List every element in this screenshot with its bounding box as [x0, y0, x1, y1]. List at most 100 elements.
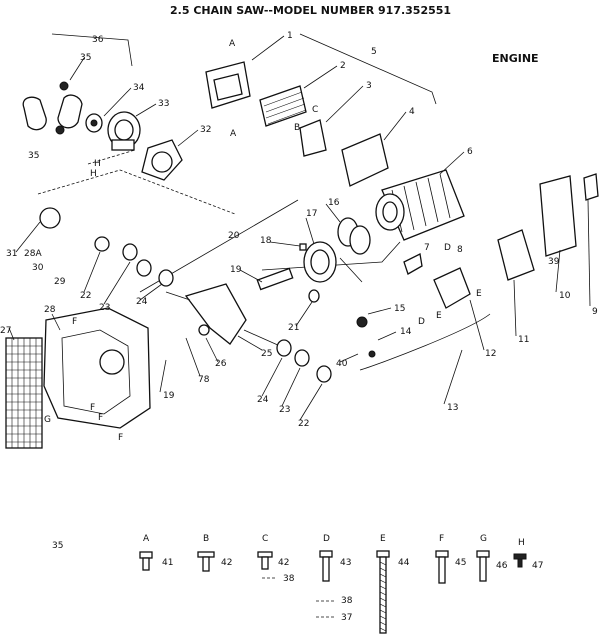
- callout-19a: 19: [230, 265, 242, 275]
- hw-a-number: 41: [162, 558, 173, 568]
- callout-32: 32: [200, 125, 211, 135]
- crankshaft-parts: [39, 207, 332, 383]
- letter-f-2: F: [90, 403, 95, 413]
- hw-h-screw-icon: [513, 553, 527, 560]
- clutch-shoe-part: [57, 94, 83, 129]
- callout-26: 26: [215, 359, 227, 369]
- letter-a-top: A: [229, 39, 236, 49]
- crankshaft-part: [184, 283, 247, 345]
- callout-13: 13: [447, 403, 458, 413]
- hw-h-letter: H: [518, 538, 525, 548]
- cylinder-part: [375, 169, 465, 241]
- callout-78: 78: [198, 375, 210, 385]
- connecting-rod-part: [256, 267, 294, 291]
- callout-7: 7: [424, 243, 430, 253]
- callout-12: 12: [485, 349, 496, 359]
- hw-b-number: 42: [221, 558, 232, 568]
- letter-b: B: [294, 123, 300, 133]
- callout-20: 20: [228, 231, 240, 241]
- hw-c-letter: C: [262, 534, 268, 544]
- crankcase-part: [43, 307, 151, 429]
- letter-f-3: F: [98, 413, 103, 423]
- callout-10: 10: [559, 291, 571, 301]
- callout-8: 8: [457, 245, 463, 255]
- diagram-title: 2.5 CHAIN SAW--MODEL NUMBER 917.352551: [170, 4, 451, 17]
- callout-30: 30: [32, 263, 44, 273]
- filter-bracket-part: [299, 119, 327, 157]
- callout-19b: 19: [163, 391, 175, 401]
- callout-36: 36: [92, 35, 104, 45]
- hw-h-number: 47: [532, 561, 543, 571]
- callout-17: 17: [306, 209, 317, 219]
- air-filter-parts: [205, 61, 389, 187]
- hw-c-number: 42: [278, 558, 289, 568]
- callout-24b: 24: [257, 395, 269, 405]
- callout-3: 3: [366, 81, 372, 91]
- hw-d-letter: D: [323, 534, 330, 544]
- callout-11: 11: [518, 335, 529, 345]
- callout-2: 2: [340, 61, 346, 71]
- letter-c: C: [312, 105, 318, 115]
- callout-28a: 28A: [24, 249, 42, 259]
- hardware-chart: 35 A 41 B 42 C 42 38 D 43 38 37 E 44 F: [52, 534, 543, 634]
- letter-f-1: F: [72, 317, 77, 327]
- callout-labels: 1 2 3 4 5 6 7 8 9 10 11 12 13 14 15 16 1…: [0, 31, 598, 429]
- letter-a-bottom: A: [230, 129, 237, 139]
- callout-22b: 22: [298, 419, 309, 429]
- intake-part: [433, 267, 471, 309]
- hw-d-screw-icon: [319, 550, 333, 558]
- hw-e-screw-icon: [376, 550, 390, 558]
- callout-14: 14: [400, 327, 412, 337]
- hw-e-letter: E: [380, 534, 386, 544]
- hw-b-letter: B: [203, 534, 209, 544]
- hw-c-screw-icon: [257, 551, 273, 558]
- callout-1: 1: [287, 31, 293, 41]
- air-box-cover-part: [341, 133, 389, 187]
- letter-f-4: F: [118, 433, 123, 443]
- hw-a-screw-icon: [139, 551, 153, 559]
- callout-23a: 23: [99, 303, 110, 313]
- callout-34: 34: [133, 83, 145, 93]
- carburetor-parts: [356, 173, 599, 371]
- callout-15: 15: [394, 304, 405, 314]
- callout-9: 9: [592, 307, 598, 317]
- carburetor-part: [497, 229, 535, 281]
- hw-g-letter: G: [480, 534, 487, 544]
- piston-parts: [299, 217, 371, 283]
- clutch-spring-part: [59, 81, 69, 91]
- callout-40: 40: [336, 359, 348, 369]
- clutch-shoe-part: [22, 96, 47, 131]
- leader-lines: [8, 35, 591, 421]
- hw-e-number: 44: [398, 558, 410, 568]
- crankcase-parts: [5, 307, 151, 449]
- callout-35b: 35: [28, 151, 39, 161]
- hw-d-extra: 38: [341, 596, 353, 606]
- callout-31: 31: [6, 249, 17, 259]
- letter-h-2: H: [90, 169, 97, 179]
- hw-f-letter: F: [439, 534, 444, 544]
- callout-28: 28: [44, 305, 56, 315]
- hw-a-letter: A: [143, 534, 150, 544]
- hw-g-number: 46: [496, 561, 508, 571]
- filter-plate-part: [539, 175, 577, 257]
- callout-35a: 35: [80, 53, 91, 63]
- clutch-spring-part: [55, 125, 65, 135]
- letter-d-bottom: D: [418, 317, 425, 327]
- hw-c-extra: 38: [283, 574, 295, 584]
- wrist-pin-part: [339, 257, 363, 283]
- hw-b-screw-icon: [197, 551, 215, 558]
- hw-f-screw-icon: [435, 550, 449, 558]
- reference-letters: A A B C D D E E G H H F F F F: [44, 39, 482, 443]
- letter-g: G: [44, 415, 51, 425]
- callout-24a: 24: [136, 297, 148, 307]
- callout-22a: 22: [80, 291, 91, 301]
- callout-5: 5: [371, 47, 377, 57]
- letter-d-top: D: [444, 243, 451, 253]
- callout-4: 4: [409, 107, 415, 117]
- piston-ring-part: [349, 225, 371, 255]
- callout-21: 21: [288, 323, 299, 333]
- callout-39: 39: [548, 257, 560, 267]
- clutch-assembly: [22, 81, 183, 181]
- hw-d-number: 43: [340, 558, 351, 568]
